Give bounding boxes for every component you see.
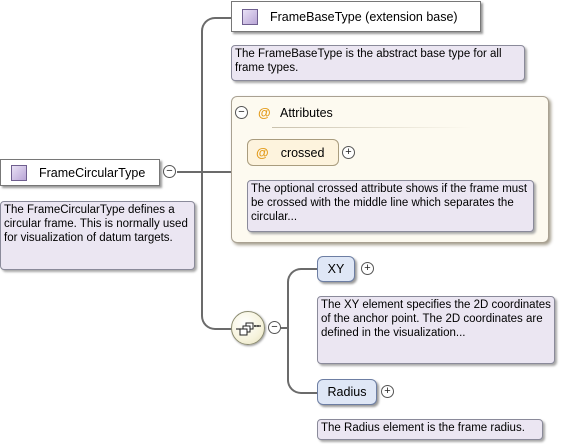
xy-documentation-text: The XY element specifies the 2D coordina… — [321, 299, 551, 339]
element-radius-label: Radius — [327, 385, 367, 399]
attributes-header-label: Attributes — [280, 106, 333, 120]
base-documentation: The FrameBaseType is the abstract base t… — [231, 45, 525, 81]
expand-icon: + — [384, 385, 391, 397]
sequence-out-line — [281, 327, 289, 329]
expand-icon: + — [345, 146, 352, 158]
collapse-icon: − — [166, 165, 173, 177]
base-type-box[interactable]: FrameBaseType (extension base) — [231, 1, 481, 32]
collapse-icon: − — [238, 106, 245, 118]
radius-connector-curve — [287, 327, 319, 394]
base-connector-curve — [201, 17, 233, 175]
sequence-compositor-icon — [236, 322, 261, 336]
attributes-header-divider — [272, 127, 472, 128]
attribute-crossed-label: crossed — [280, 145, 325, 160]
crossed-documentation-text: The optional crossed attribute shows if … — [251, 183, 528, 223]
radius-documentation-text: The Radius element is the frame radius. — [321, 422, 525, 434]
root-type-label: FrameCircularType — [39, 165, 146, 180]
radius-documentation: The Radius element is the frame radius. — [317, 419, 543, 440]
attribute-crossed[interactable]: @ crossed — [247, 139, 339, 166]
crossed-expand-button[interactable]: + — [342, 146, 355, 159]
root-documentation: The FrameCircularType defines a circular… — [0, 201, 195, 270]
element-xy[interactable]: XY — [317, 256, 355, 282]
radius-expand-button[interactable]: + — [381, 385, 394, 398]
sequence-collapse-button[interactable]: − — [268, 321, 281, 334]
complex-type-icon — [242, 8, 258, 25]
element-xy-label: XY — [327, 262, 345, 276]
collapse-icon: − — [271, 321, 278, 333]
base-type-label: FrameBaseType (extension base) — [270, 9, 458, 24]
complex-type-icon — [11, 164, 27, 181]
element-radius[interactable]: Radius — [317, 379, 377, 405]
root-connector-line — [177, 171, 202, 173]
sequence-compositor[interactable] — [231, 311, 265, 345]
attribute-icon: @ — [256, 145, 269, 160]
expand-icon: + — [364, 262, 371, 274]
root-collapse-button[interactable]: − — [163, 165, 176, 178]
xy-documentation: The XY element specifies the 2D coordina… — [317, 296, 555, 364]
attributes-connector-line — [201, 171, 231, 173]
attributes-group: − @ Attributes @ crossed + The optional … — [231, 96, 549, 243]
crossed-documentation: The optional crossed attribute shows if … — [247, 180, 534, 232]
sequence-connector-curve — [201, 171, 234, 330]
attributes-collapse-button[interactable]: − — [235, 106, 248, 119]
root-documentation-text: The FrameCircularType defines a circular… — [4, 204, 188, 244]
root-type-box[interactable]: FrameCircularType — [0, 159, 160, 186]
attribute-icon: @ — [258, 105, 271, 120]
xy-connector-curve — [287, 268, 319, 331]
base-documentation-text: The FrameBaseType is the abstract base t… — [235, 48, 502, 74]
xy-expand-button[interactable]: + — [361, 262, 374, 275]
